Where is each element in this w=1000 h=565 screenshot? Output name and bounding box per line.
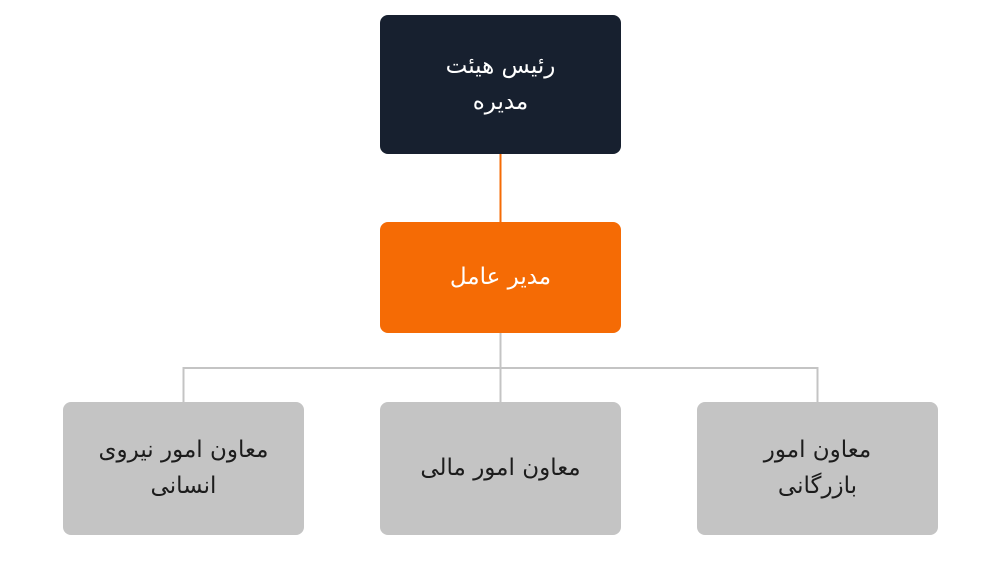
deputy-hr-label: معاون امور نیروی انسانی bbox=[98, 436, 269, 499]
deputy-commerce-label: معاون امور بازرگانی bbox=[763, 436, 872, 499]
deputy-hr-box: معاون امور نیروی انسانی bbox=[63, 402, 304, 535]
deputy-finance-label: معاون امور مالی bbox=[420, 454, 581, 481]
ceo-label: مدیر عامل bbox=[449, 263, 552, 290]
chairman-label: رئیس هیئت مدیره bbox=[445, 52, 556, 115]
chairman-box: رئیس هیئت مدیره bbox=[380, 15, 621, 154]
deputy-finance-box: معاون امور مالی bbox=[380, 402, 621, 535]
ceo-box: مدیر عامل bbox=[380, 222, 621, 333]
deputy-commerce-box: معاون امور بازرگانی bbox=[697, 402, 938, 535]
